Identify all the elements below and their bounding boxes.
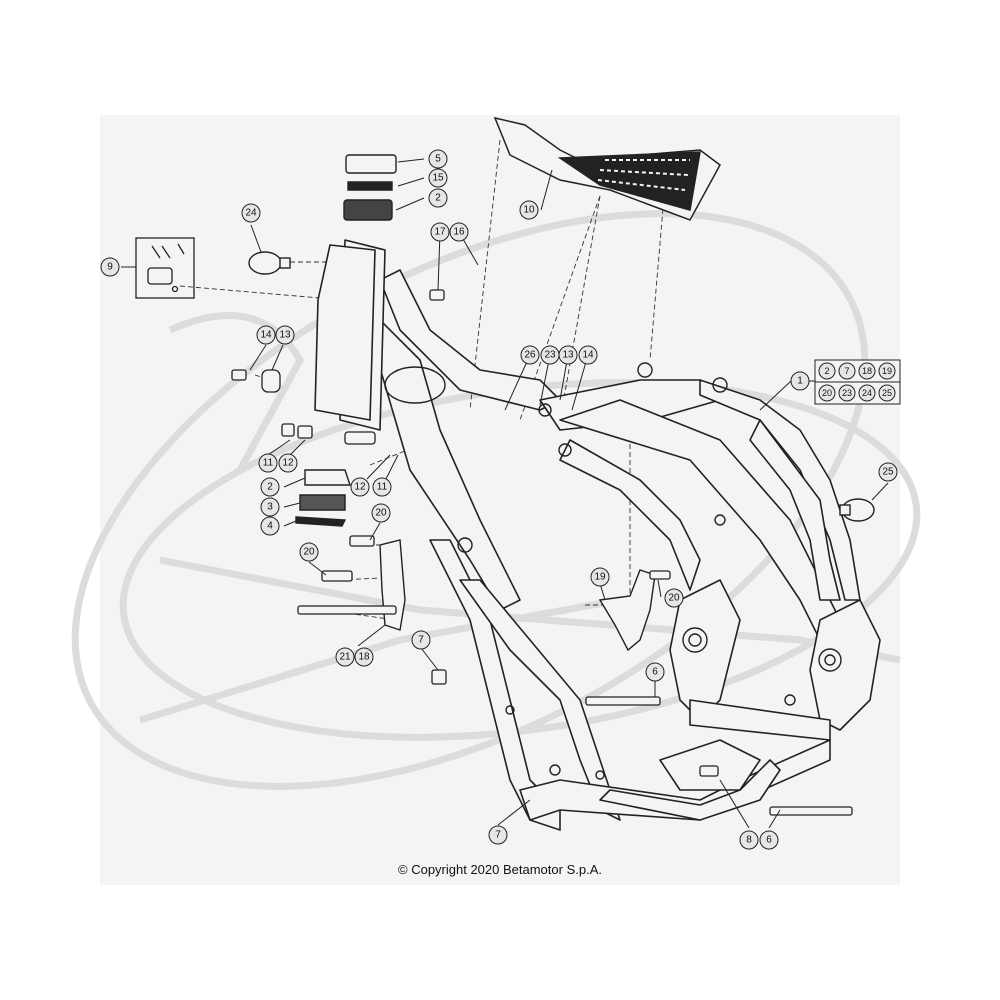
subframe-plate bbox=[493, 116, 721, 221]
callout-12-left: 12 bbox=[282, 458, 294, 469]
callout-2-top: 2 bbox=[435, 193, 441, 204]
callout-5: 5 bbox=[435, 154, 441, 165]
callout-23: 23 bbox=[544, 350, 556, 361]
kit-item: 25 bbox=[882, 388, 892, 398]
callout-11-right: 11 bbox=[377, 482, 388, 493]
callout-1: 1 bbox=[797, 376, 803, 387]
callout-20-right: 20 bbox=[668, 593, 680, 604]
callout-18: 18 bbox=[358, 652, 370, 663]
callout-21: 21 bbox=[339, 652, 351, 663]
callout-7-upper: 7 bbox=[418, 635, 424, 646]
callout-4: 4 bbox=[267, 521, 273, 532]
copyright-notice: © Copyright 2020 Betamotor S.p.A. bbox=[398, 862, 602, 877]
callout-15: 15 bbox=[432, 173, 444, 184]
callout-19: 19 bbox=[594, 572, 606, 583]
hose-clamps bbox=[248, 251, 875, 522]
callout-20-left: 20 bbox=[303, 547, 315, 558]
callout-26: 26 bbox=[524, 350, 536, 361]
kit-item: 18 bbox=[862, 366, 872, 376]
steering-lock bbox=[135, 237, 195, 299]
lower-pad-stack bbox=[295, 469, 351, 527]
upper-pad-stack bbox=[343, 154, 397, 221]
callout-10: 10 bbox=[523, 205, 535, 216]
callout-13-left: 13 bbox=[279, 330, 291, 341]
callout-8: 8 bbox=[746, 835, 752, 846]
kit-item: 23 bbox=[842, 388, 852, 398]
frame-tubes bbox=[314, 239, 881, 831]
callout-14-top: 14 bbox=[582, 350, 594, 361]
callout-20-upper: 20 bbox=[375, 508, 387, 519]
callout-25: 25 bbox=[882, 467, 894, 478]
callout-16: 16 bbox=[453, 227, 465, 238]
callout-labels: 5 15 2 10 1 25 9 24 17 16 26 23 13 14 14… bbox=[107, 154, 894, 846]
callout-2-lower: 2 bbox=[267, 482, 273, 493]
callout-6-lower: 6 bbox=[766, 835, 772, 846]
callout-9: 9 bbox=[107, 262, 113, 273]
callout-17: 17 bbox=[434, 227, 446, 238]
kit-item: 19 bbox=[882, 366, 892, 376]
callout-11-left: 11 bbox=[263, 458, 274, 469]
callout-6-upper: 6 bbox=[652, 667, 658, 678]
callout-leaders bbox=[121, 158, 889, 829]
kit-table: 2 7 18 19 20 23 24 25 bbox=[814, 359, 901, 405]
callout-12-right: 12 bbox=[354, 482, 366, 493]
kit-item: 7 bbox=[844, 366, 849, 376]
kit-item: 2 bbox=[824, 366, 829, 376]
callout-13-top: 13 bbox=[562, 350, 574, 361]
kit-item: 20 bbox=[822, 388, 832, 398]
fasteners bbox=[231, 289, 853, 816]
callout-14-left: 14 bbox=[260, 330, 272, 341]
callout-3: 3 bbox=[267, 502, 273, 513]
callout-7-lower: 7 bbox=[495, 830, 501, 841]
kit-item: 24 bbox=[862, 388, 872, 398]
callout-circles bbox=[100, 149, 898, 850]
frame-holes bbox=[384, 362, 842, 780]
callout-24: 24 bbox=[245, 208, 257, 219]
